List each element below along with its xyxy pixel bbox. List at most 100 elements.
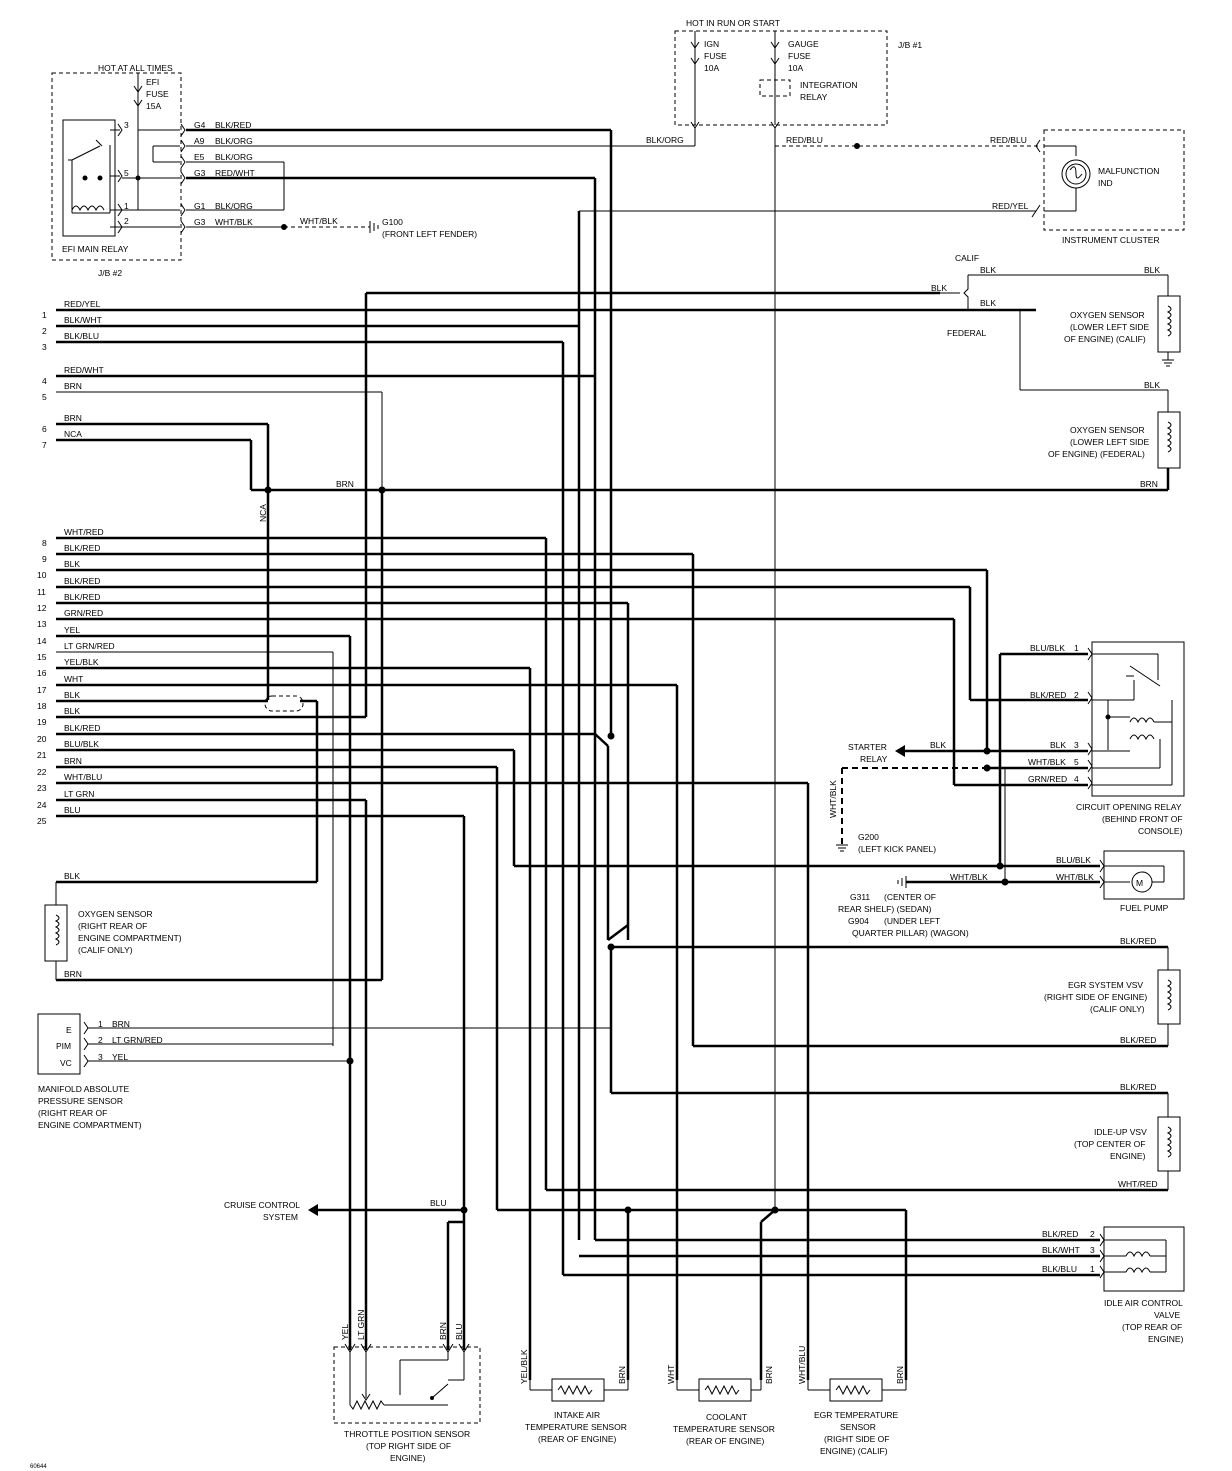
tps-wire-yel: YEL bbox=[340, 1324, 350, 1340]
iat-wire-1: YEL/BLK bbox=[519, 1349, 529, 1384]
map-pin-vc: VC bbox=[60, 1058, 72, 1068]
jb2-pin-2: 2 bbox=[124, 216, 129, 226]
idle-up-vsv: BLK/RED WHT/RED IDLE-UP VSV (TOP CENTER … bbox=[546, 1082, 1181, 1192]
starter-relay: BLK STARTER RELAY WHT/BLK G200 (LEFT KIC… bbox=[828, 740, 987, 854]
iac-label-2: VALVE bbox=[1154, 1310, 1180, 1320]
egr-vsv-label-2: (RIGHT SIDE OF ENGINE) bbox=[1044, 992, 1147, 1002]
ecm-pin-number: 18 bbox=[37, 701, 47, 711]
tps-resistor-icon bbox=[349, 1399, 385, 1411]
o2-right-label-2: (RIGHT REAR OF bbox=[78, 921, 147, 931]
o2-calif-ground-icon bbox=[1162, 359, 1174, 367]
idle-vsv-wire-top: BLK/RED bbox=[1120, 1082, 1156, 1092]
jb2-fuse-icon bbox=[133, 85, 143, 107]
g904-label: G904 bbox=[848, 916, 869, 926]
cluster-wire-in-2: RED/YEL bbox=[992, 201, 1029, 211]
ecm-pin-wire-label: YEL/BLK bbox=[64, 657, 99, 667]
tps-wire-brn: BRN bbox=[438, 1322, 448, 1340]
jb2-box: HOT AT ALL TIMES EFI FUSE 15A 3 5 1 2 EF… bbox=[51, 63, 255, 278]
jb2-fuse-line2: FUSE bbox=[146, 89, 169, 99]
ecm-pin-wire-label: BRN bbox=[64, 756, 82, 766]
ecm-pin-wire-label: RED/YEL bbox=[64, 299, 101, 309]
ecm-pin-wire-label: BRN bbox=[64, 381, 82, 391]
g200-label: G200 bbox=[858, 832, 879, 842]
ecm-pin-number: 9 bbox=[42, 554, 47, 564]
instrument-cluster: RED/BLU RED/YEL MALFUNCTION IND INSTRUME… bbox=[990, 129, 1185, 245]
g100-label: G100 bbox=[382, 217, 403, 227]
o2-sensor-federal: BLK BRN OXYGEN SENSOR (LOWER LEFT SIDE O… bbox=[1048, 380, 1181, 490]
jb2-wire-3: BLK/ORG bbox=[215, 152, 253, 162]
ecm-pin-number: 11 bbox=[37, 587, 46, 597]
cor-pin2-num: 2 bbox=[1074, 690, 1079, 700]
iac-label-1: IDLE AIR CONTROL bbox=[1104, 1298, 1183, 1308]
o2-calif-label: CALIF bbox=[955, 253, 979, 263]
cor-pin3-wire: BLK bbox=[1050, 740, 1066, 750]
circuit-relay-coils-icon bbox=[1129, 717, 1155, 741]
circuit-opening-relay: BLU/BLK 1 BLK/RED 2 BLK 3 WHT/BLK 5 GRN/… bbox=[954, 641, 1185, 866]
egr-vsv-label-3: (CALIF ONLY) bbox=[1090, 1004, 1145, 1014]
o2-federal-label: FEDERAL bbox=[947, 328, 986, 338]
g311-loc-1: (CENTER OF bbox=[884, 892, 936, 902]
iac-label-4: ENGINE) bbox=[1148, 1334, 1184, 1344]
cor-pin3-num: 3 bbox=[1074, 740, 1079, 750]
efi-main-relay bbox=[62, 119, 116, 237]
jb2-conn-g4: G4 bbox=[194, 120, 206, 130]
ign-fuse-icon bbox=[690, 41, 700, 65]
ecm-pin-wire-label: BLK bbox=[64, 690, 80, 700]
cor-pin5-wire: WHT/BLK bbox=[1028, 757, 1066, 767]
jb2-conn-e5: E5 bbox=[194, 152, 205, 162]
ecm-pin-wire-label: BLU bbox=[64, 805, 81, 815]
o2-calif-wire-top: BLK bbox=[1144, 265, 1160, 275]
figure-id: 60644 bbox=[30, 1464, 47, 1470]
egr-temp-label-2: SENSOR bbox=[840, 1422, 876, 1432]
cruise-arrow-icon bbox=[308, 1204, 318, 1216]
tps-wire-ltgrn: LT GRN bbox=[356, 1310, 366, 1340]
iac-pin2-wire: BLK/RED bbox=[1042, 1229, 1078, 1239]
cruise-label-1: CRUISE CONTROL bbox=[224, 1200, 300, 1210]
idle-vsv-label-3: ENGINE) bbox=[1110, 1151, 1146, 1161]
g100-location: (FRONT LEFT FENDER) bbox=[382, 229, 477, 239]
cts-label-2: TEMPERATURE SENSOR bbox=[673, 1424, 775, 1434]
g200-ground-icon bbox=[836, 844, 848, 852]
tps-switch-icon bbox=[431, 1379, 464, 1399]
ecm-pin-wire-label: BLK/RED bbox=[64, 592, 100, 602]
g904-loc-1: (UNDER LEFT bbox=[884, 916, 940, 926]
ecm-pin-number: 17 bbox=[37, 685, 47, 695]
cor-label-1: CIRCUIT OPENING RELAY bbox=[1076, 802, 1182, 812]
ecm-pin-number: 7 bbox=[42, 440, 47, 450]
jb1-hot-label: HOT IN RUN OR START bbox=[686, 18, 780, 28]
iat-label-2: TEMPERATURE SENSOR bbox=[525, 1422, 627, 1432]
egr-vsv-wire-bot: BLK/RED bbox=[1120, 1035, 1156, 1045]
iac-pin3-num: 3 bbox=[1090, 1245, 1095, 1255]
ecm-pin-wire-label: BLK bbox=[64, 559, 80, 569]
egr-temp-thermistor-icon bbox=[835, 1384, 871, 1396]
jb1-box-label: J/B #1 bbox=[898, 40, 922, 50]
ecm-pin-number: 13 bbox=[37, 619, 47, 629]
egr-temp-sensor: WHT/BLU BRN EGR TEMPERATURE SENSOR (RIGH… bbox=[797, 1346, 907, 1456]
jb2-conn-g3b: G3 bbox=[194, 217, 206, 227]
o2-selector-in-wire: BLK bbox=[931, 283, 947, 293]
ecm-pin-wire-label: RED/WHT bbox=[64, 365, 104, 375]
jb2-wire-4: RED/WHT bbox=[215, 168, 255, 178]
ecm-pin-wire-label: BLK bbox=[64, 706, 80, 716]
ign-fuse-line2: FUSE bbox=[704, 51, 727, 61]
egr-system-vsv: BLK/RED BLK/RED EGR SYSTEM VSV (RIGHT SI… bbox=[693, 936, 1181, 1048]
fuel-pump-label: FUEL PUMP bbox=[1120, 903, 1169, 913]
map-num-1: 1 bbox=[98, 1019, 103, 1029]
ecm-pin-number: 16 bbox=[37, 668, 47, 678]
iac-pin2-num: 2 bbox=[1090, 1229, 1095, 1239]
gauge-fuse-line2: FUSE bbox=[788, 51, 811, 61]
ecm-pin-wire-label: BLK/WHT bbox=[64, 315, 102, 325]
fuel-pump-wire-2: WHT/BLK bbox=[1056, 872, 1094, 882]
ecm-pin-wire-label: BLK/RED bbox=[64, 576, 100, 586]
o2-right-label-1: OXYGEN SENSOR bbox=[78, 909, 153, 919]
idle-air-control-valve: BLK/RED 2 BLK/WHT 3 BLK/BLU 1 IDLE AIR C… bbox=[563, 380, 1185, 1344]
jb2-conn-a9: A9 bbox=[194, 136, 205, 146]
iac-coils-icon bbox=[1125, 1251, 1151, 1274]
relay-coil-icon bbox=[71, 205, 105, 212]
tps-wiper-arrow-icon bbox=[361, 1393, 371, 1401]
jb1-out-left-wire: BLK/ORG bbox=[646, 135, 684, 145]
ecm-pin-number: 10 bbox=[37, 570, 47, 580]
ecm-pin-number: 5 bbox=[42, 392, 47, 402]
egr-temp-label-4: ENGINE) (CALIF) bbox=[820, 1446, 888, 1456]
map-sensor: E PIM VC 1 2 3 BRN LT GRN/RED YEL MANIFO… bbox=[37, 1013, 611, 1130]
